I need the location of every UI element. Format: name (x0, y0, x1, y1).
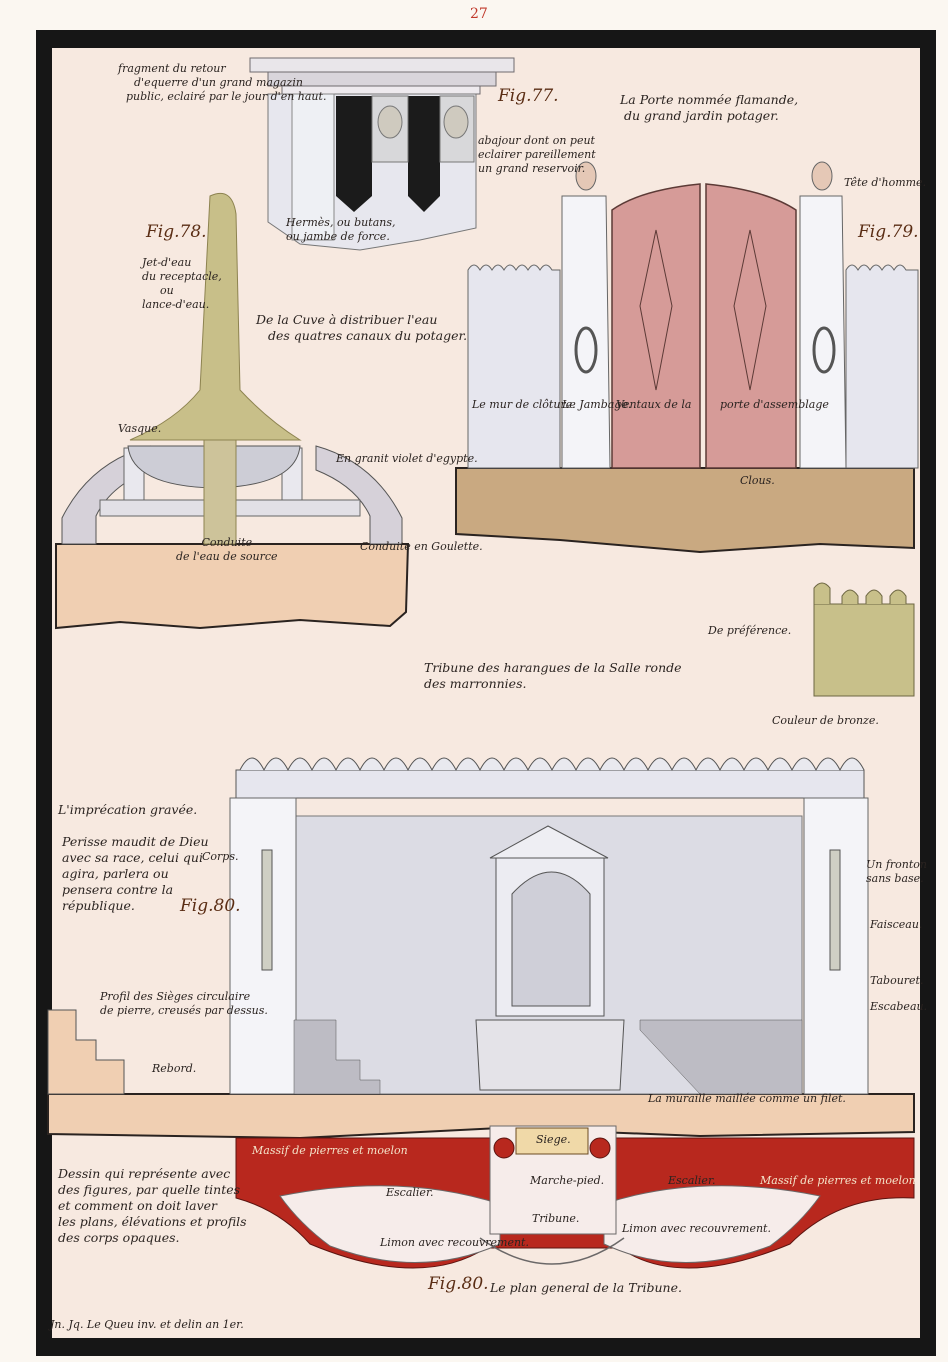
fig78-label: Fig.78. (146, 222, 207, 242)
vasque-note: Vasque. (118, 422, 162, 435)
caption-line: des figures, par quelle tintes (58, 1182, 241, 1197)
limon-right-note: Limon avec recouvrement. (622, 1222, 771, 1235)
dessin-caption: Dessin qui représente avec des figures, … (58, 1166, 247, 1246)
caption-line: Un fronton (866, 858, 928, 871)
fig77-label: Fig.77. (498, 86, 559, 106)
caption-line: de l'eau de source (176, 550, 278, 563)
porte-caption: La Porte nommée flamande, du grand jardi… (620, 92, 798, 124)
tete-note: Tête d'homme. (844, 176, 927, 189)
caption-line: du grand jardin potager. (624, 108, 779, 123)
caption-line: Profil des Sièges circulaire (100, 990, 251, 1003)
conduite-source-note: Conduite de l'eau de source (176, 536, 278, 564)
clous-note: Clous. (740, 474, 775, 487)
fig79-label: Fig.79. (858, 222, 919, 242)
jambage-label: Le Jambage. (562, 398, 632, 411)
caption-line: lance-d'eau. (142, 298, 210, 311)
escalier-left-note: Escalier. (386, 1186, 434, 1199)
caption-line: Perisse maudit de Dieu (62, 834, 209, 849)
escalier-right-note: Escalier. (668, 1174, 716, 1187)
caption-line: république. (62, 898, 135, 913)
caption-line: des quatres canaux du potager. (268, 328, 468, 343)
tribune-caption: Tribune des harangues de la Salle ronde … (424, 660, 682, 692)
caption-line: agira, parlera ou (62, 866, 169, 881)
caption-line: De la Cuve à distribuer l'eau (256, 312, 438, 327)
caption-line: de pierre, creusés par dessus. (100, 1004, 268, 1017)
conduite-goulette-note: Conduite en Goulette. (360, 540, 483, 553)
caption-line: d'equerre d'un grand magazin (134, 76, 303, 89)
fig80-plan (235, 1125, 915, 1269)
mur-cloture-note: Le mur de clôture. (472, 398, 576, 411)
caption-line: des marronnies. (424, 676, 527, 691)
porte-assemblage-note: porte d'assemblage (720, 398, 829, 411)
caption-line: et comment on doit laver (58, 1198, 218, 1213)
fence-drawing (813, 582, 915, 697)
tabouret-note: Tabouret. (870, 974, 924, 987)
imprecation-text: Perisse maudit de Dieu avec sa race, cel… (62, 834, 209, 914)
caption-line: Hermès, ou butans, (286, 216, 396, 229)
imprecation-title: L'imprécation gravée. (58, 802, 198, 817)
fig79-drawing (455, 161, 919, 554)
siege-note: Siege. (536, 1133, 571, 1146)
caption-line: pensera contre la (62, 882, 174, 897)
plan-title: Le plan general de la Tribune. (490, 1280, 682, 1295)
caption-line: eclairer pareillement (478, 148, 596, 161)
caption-line: sans base. (866, 872, 924, 885)
caption-line: fragment du retour (118, 62, 226, 75)
bronze-note: Couleur de bronze. (772, 714, 879, 727)
limon-left-note: Limon avec recouvrement. (380, 1236, 529, 1249)
fragment-caption: fragment du retour d'equerre d'un grand … (118, 62, 326, 104)
jet-note: Jet-d'eau du receptacle, ou lance-d'eau. (142, 256, 222, 312)
faisceau-note: Faisceau. (870, 918, 923, 931)
caption-line: ou (160, 284, 174, 297)
caption-line: du receptacle, (142, 270, 222, 283)
caption-line: Jet-d'eau (142, 256, 192, 269)
caption-line: abajour dont on peut (478, 134, 595, 147)
fig77-drawing (249, 57, 515, 251)
caption-line: La Porte nommée flamande, (620, 92, 799, 107)
fronton-note: Un fronton sans base. (866, 858, 927, 886)
caption-line: ou jambe de force. (286, 230, 390, 243)
caption-line: les plans, élévations et profils (58, 1214, 247, 1229)
caption-line: des corps opaques. (58, 1230, 180, 1245)
preference-note: De préférence. (708, 624, 792, 637)
caption-line: Dessin qui représente avec (58, 1166, 231, 1181)
marche-note: Marche-pied. (530, 1174, 605, 1187)
page-number: 27 (470, 6, 488, 22)
caption-line: avec sa race, celui qui (62, 850, 203, 865)
signature: Jn. Jq. Le Queu inv. et delin an 1er. (50, 1318, 244, 1331)
caption-line: un grand reservoir. (478, 162, 586, 175)
profil-note: Profil des Sièges circulaire de pierre, … (100, 990, 268, 1018)
muraille-note: La muraille maillée comme un filet. (648, 1092, 846, 1105)
fig80-drawing (47, 757, 915, 1140)
massif-right-note: Massif de pierres et moelon (760, 1174, 916, 1187)
rebord-note: Rebord. (152, 1062, 197, 1075)
tribune-plan-note: Tribune. (532, 1212, 580, 1225)
ventaux-note: Ventaux de la (616, 398, 692, 411)
fig80-plan-label: Fig.80. (428, 1274, 489, 1294)
cuve-caption: De la Cuve à distribuer l'eau des quatre… (256, 312, 467, 344)
caption-line: public, eclairé par le jour d'en haut. (126, 90, 327, 103)
corps-note: Corps. (202, 850, 239, 863)
granit-note: En granit violet d'egypte. (336, 452, 478, 465)
escabeau-note: Escabeau. (870, 1000, 928, 1013)
massif-left-note: Massif de pierres et moelon (252, 1144, 408, 1157)
fig80-label: Fig.80. (180, 896, 241, 916)
abajour-note: abajour dont on peut eclairer pareilleme… (478, 134, 596, 176)
fig78-drawing (55, 192, 410, 630)
jambage-note: Hermès, ou butans, ou jambe de force. (286, 216, 395, 244)
caption-line: Conduite (201, 536, 253, 549)
caption-line: Tribune des harangues de la Salle ronde (424, 660, 682, 675)
